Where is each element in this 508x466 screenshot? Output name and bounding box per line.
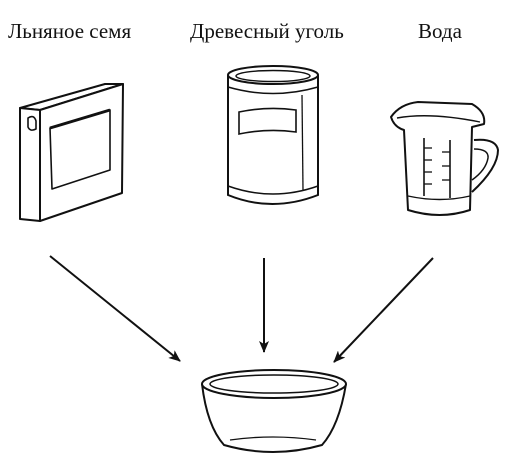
water-jug-icon (391, 102, 498, 215)
flax-seed-label: Льняное семя (8, 19, 132, 43)
charcoal-can-icon (228, 66, 318, 204)
flax-seed-box-icon (20, 84, 123, 221)
arrow-water-to-bowl (334, 258, 433, 363)
charcoal-label: Древесный уголь (190, 19, 344, 43)
bowl-icon (202, 370, 346, 452)
arrow-flax-to-bowl (50, 256, 181, 361)
water-label: Вода (418, 19, 462, 43)
